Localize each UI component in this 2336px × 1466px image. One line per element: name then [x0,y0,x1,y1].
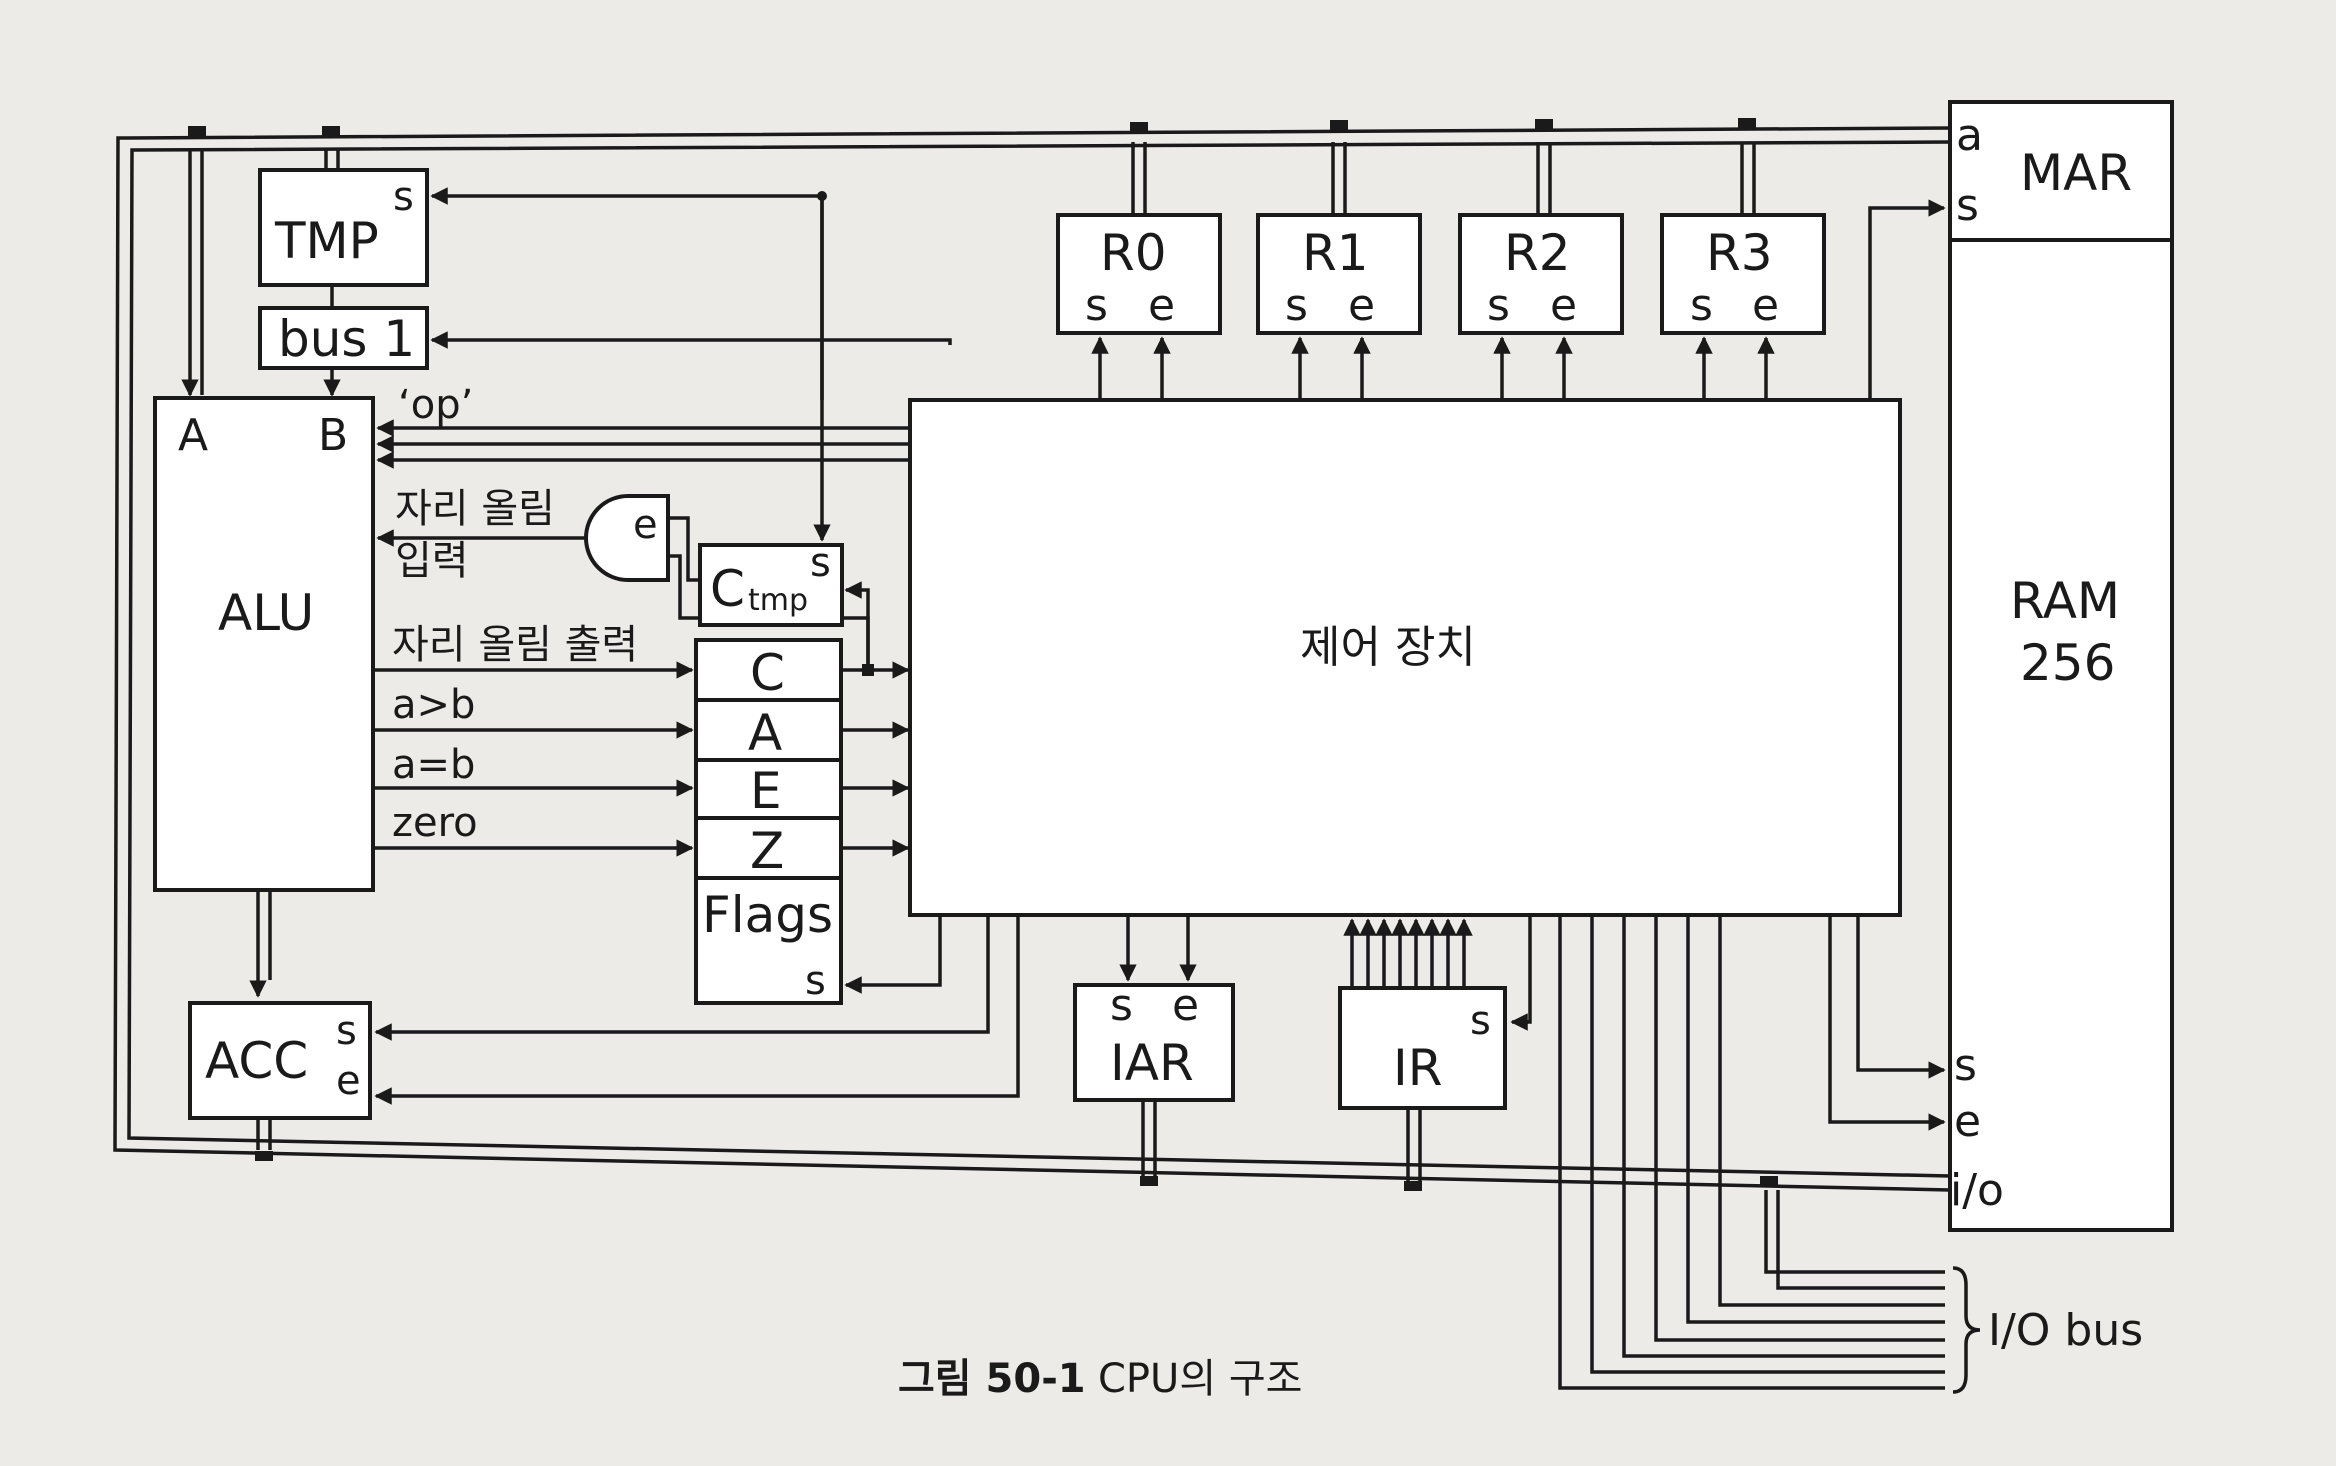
carry-in-gate: 자리 올림 입력 e [376,486,870,670]
iar-enable-label: e [1172,980,1199,1031]
ctmp-c-label: C [710,560,745,618]
ir-register: IR s [1338,915,1532,1183]
r0-set-label: s [1085,280,1108,331]
carry-in-label-line2: 입력 [395,538,469,584]
ram-enable-label: e [1954,1096,1981,1147]
ram: RAM 256 s e i/o [1828,238,2174,1232]
r3-enable-label: e [1752,280,1779,331]
acc-register: ACC s e [188,900,1020,1150]
alu-to-acc [249,890,272,998]
r1-label: R1 [1302,224,1369,282]
acc-enable-label: e [336,1058,361,1104]
ram-set-label: s [1954,1040,1977,1091]
bus-taps-left [181,150,341,397]
r1-enable-label: e [1348,280,1375,331]
bus1-gate: bus 1 [258,306,429,370]
control-unit-label: 제어 장치 [1300,622,1476,673]
mar-set-label: s [1956,180,1979,231]
r0-enable-label: e [1148,280,1175,331]
flag-a-label: A [748,704,782,762]
flag-c-label: C [750,644,785,702]
caption-number: 그림 50-1 [898,1356,1086,1402]
ram-size-label: 256 [2020,634,2115,692]
flags-set-label: s [805,958,826,1004]
ctmp-register: C tmp s [698,540,844,627]
bus1-label: bus 1 [278,310,415,368]
a-eq-b-label: a=b [392,742,475,788]
alu-input-a-label: A [178,410,208,461]
and-enable-label: e [633,502,658,548]
iar-set-label: s [1110,980,1133,1031]
tmp-set-line [430,187,952,542]
flags-register: C A E Z Flags s [694,638,843,1005]
r2-set-label: s [1487,280,1510,331]
caption-text: CPU의 구조 [1098,1356,1302,1402]
ram-label: RAM [2010,572,2120,630]
carry-out-label: 자리 올림 출력 [392,622,638,668]
flags-to-control [841,581,942,994]
acc-set-label: s [336,1008,357,1054]
register-r1: R1 s e [1256,142,1422,400]
main-bus [113,118,1951,1192]
ctmp-set-label: s [810,540,831,586]
io-bus-lines: I/O bus [1558,915,2143,1394]
flag-z-label: Z [750,822,784,880]
ir-set-label: s [1470,998,1491,1044]
r1-set-label: s [1285,280,1308,331]
io-bus-label: I/O bus [1988,1305,2143,1356]
r0-label: R0 [1100,224,1167,282]
control-unit: 제어 장치 [908,398,1902,917]
flags-label: Flags [702,886,833,944]
op-label: ‘op’ [398,382,473,428]
register-r0: R0 s e [1056,142,1222,400]
alu-outputs: 자리 올림 출력 a>b a=b zero [373,622,694,857]
carry-in-label-line1: 자리 올림 [395,486,555,532]
mar-register: MAR a s [1868,100,2174,400]
mar-label: MAR [2020,144,2132,202]
register-r3: R3 s e [1660,142,1826,400]
ir-label: IR [1393,1039,1443,1097]
r3-set-label: s [1690,280,1713,331]
op-lines: ‘op’ [376,382,910,469]
zero-label: zero [392,800,478,846]
register-r2: R2 s e [1458,142,1624,400]
mar-address-label: a [1956,110,1983,161]
r2-label: R2 [1504,224,1571,282]
ctmp-sub-label: tmp [748,583,808,618]
alu: A B ALU [153,396,375,892]
iar-label: IAR [1110,1034,1194,1092]
iar-register: s e IAR [1073,915,1235,1180]
ram-io-label: i/o [1950,1165,2004,1216]
tmp-label: TMP [274,212,379,270]
figure-caption: 그림 50-1 CPU의 구조 [898,1356,1302,1402]
r2-enable-label: e [1550,280,1577,331]
r3-label: R3 [1706,224,1773,282]
a-gt-b-label: a>b [392,682,475,728]
tmp-set-label: s [393,174,414,220]
alu-input-b-label: B [318,410,348,461]
acc-label: ACC [205,1032,308,1090]
flag-e-label: E [750,762,782,820]
alu-label: ALU [218,584,314,642]
tmp-register: TMP s [258,168,429,287]
